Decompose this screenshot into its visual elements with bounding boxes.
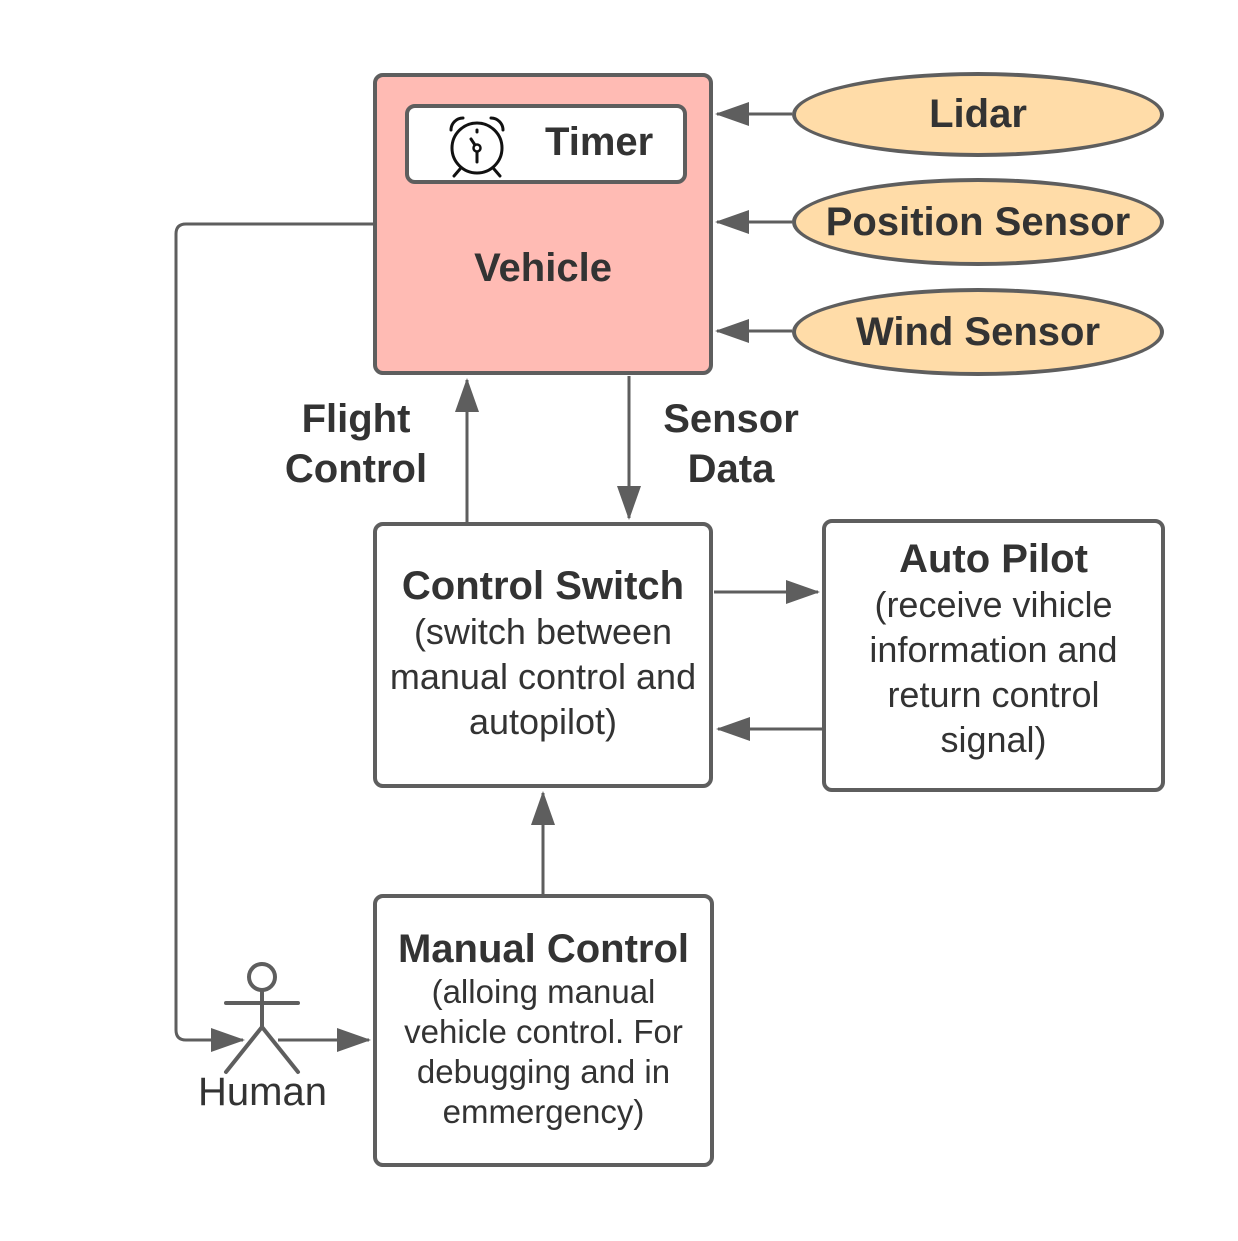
control-switch-desc-2: manual control and [389,656,697,697]
control-switch-desc-1: (switch between [413,611,673,652]
auto-pilot-desc-1: (receive vihicle [874,584,1113,625]
lidar-node: Lidar [792,72,1164,157]
auto-pilot-title: Auto Pilot [899,537,1088,581]
manual-control-desc-4: emmergency) [442,1093,645,1130]
control-switch-desc-3: autopilot) [468,701,618,742]
manual-control-title: Manual Control [397,927,690,971]
vehicle-to-human-line [174,222,373,1052]
manual-control-desc-2: vehicle control. For [404,1013,683,1050]
auto-pilot-desc-4: signal) [940,719,1047,760]
control-switch-node: Control Switch (switch between manual co… [373,522,713,788]
auto-pilot-node: Auto Pilot (receive vihicle information … [822,519,1165,792]
timer-label: Timer [545,120,654,164]
alarm-clock-icon [449,116,505,178]
timer-node: Timer [405,104,687,184]
manual-control-node: Manual Control (alloing manual vehicle c… [373,894,714,1167]
vehicle-node: Timer Vehicle [373,73,713,375]
manual-control-desc-3: debugging and in [416,1053,671,1090]
vehicle-label: Vehicle [474,246,612,290]
position-sensor-node: Position Sensor [792,178,1164,266]
stick-figure-icon [224,962,300,1074]
auto-pilot-desc-2: information and [869,629,1118,670]
wind-sensor-node: Wind Sensor [792,288,1164,376]
control-switch-title: Control Switch [401,564,685,608]
auto-pilot-desc-3: return control [887,674,1100,715]
human-label: Human [198,1070,327,1114]
manual-control-desc-1: (alloing manual [431,973,656,1010]
sensor-data-label: Sensor Data [663,397,799,491]
flight-control-label: Flight Control [284,397,428,491]
